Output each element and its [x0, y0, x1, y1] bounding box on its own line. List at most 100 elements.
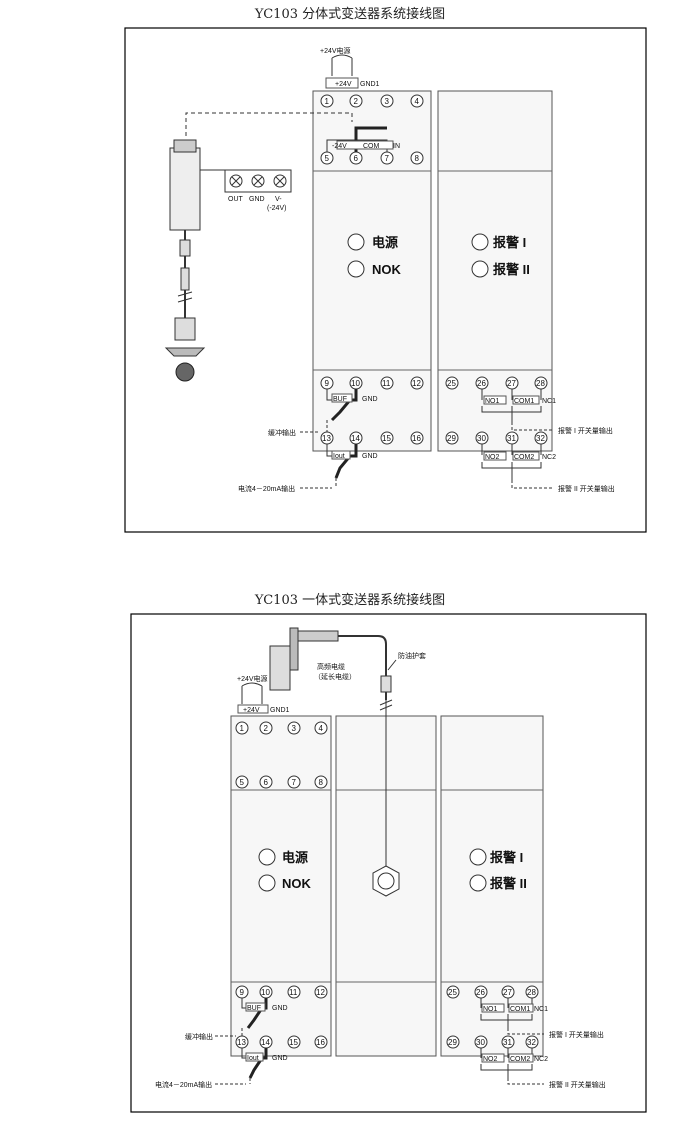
- svg-text:28: 28: [527, 988, 536, 997]
- svg-text:6: 6: [354, 154, 359, 163]
- d1-top-terminals: 1 2 3 4 5 6 7 8: [320, 94, 424, 165]
- d2-com1: COM1: [510, 1006, 530, 1013]
- d1-relay2-label: 报警 II 开关量输出: [558, 484, 615, 493]
- svg-text:9: 9: [325, 379, 330, 388]
- d1-led-nok: NOK: [372, 262, 402, 277]
- svg-text:26: 26: [476, 988, 485, 997]
- svg-text:26: 26: [477, 379, 486, 388]
- svg-text:11: 11: [289, 988, 298, 997]
- d1-probe-gnd: GND: [249, 196, 265, 203]
- svg-text:3: 3: [385, 97, 390, 106]
- d1-iout-gnd: GND: [362, 453, 378, 460]
- diagram2: 高频电缆 （延长电缆） 防油护套 +24V电源 +24V GND1 1 2 3: [130, 613, 647, 1113]
- svg-text:1: 1: [240, 724, 245, 733]
- d2-alarm1-led-icon: [469, 848, 487, 866]
- svg-text:1: 1: [325, 97, 330, 106]
- d1-power-led-icon: [347, 233, 365, 251]
- svg-text:6: 6: [264, 778, 269, 787]
- d1-module-right: [437, 90, 553, 452]
- d2-buf: BUF: [247, 1005, 261, 1012]
- terminal: [380, 94, 394, 108]
- svg-text:9: 9: [240, 988, 245, 997]
- svg-text:12: 12: [412, 379, 421, 388]
- d1-relay1-label: 报警 I 开关量输出: [558, 426, 613, 435]
- svg-text:4: 4: [415, 97, 420, 106]
- svg-text:14: 14: [351, 434, 360, 443]
- d1-pin-m24v: -24V: [332, 143, 347, 150]
- d1-com2: COM2: [514, 454, 534, 461]
- d1-module-left: [312, 90, 432, 452]
- d1-pin-gnd1: GND1: [360, 81, 380, 88]
- svg-text:32: 32: [527, 1038, 536, 1047]
- d1-probe-out: OUT: [228, 196, 244, 203]
- svg-text:3: 3: [292, 724, 297, 733]
- d2-power-label: +24V电源: [237, 674, 268, 683]
- diagram1-title: YC103 分体式变送器系统接线图: [254, 7, 446, 22]
- d1-probe: OUT GND V- (-24V): [164, 139, 292, 382]
- d1-bottom-left-terminals: 9 10 11 12 13 14 15 16: [320, 376, 424, 445]
- d1-led-alarm2: 报警 II: [493, 262, 530, 277]
- svg-text:14: 14: [261, 1038, 270, 1047]
- d2-alarm2-led-icon: [469, 874, 487, 892]
- svg-text:16: 16: [412, 434, 421, 443]
- svg-text:2: 2: [264, 724, 269, 733]
- d2-relay2-label: 报警 II 开关量输出: [549, 1080, 606, 1089]
- d2-com2: COM2: [510, 1056, 530, 1063]
- d1-iout: Iout: [333, 453, 345, 460]
- d2-nc1: NC1: [534, 1006, 548, 1013]
- d2-nc2: NC2: [534, 1056, 548, 1063]
- d1-buffer-output: 缓冲输出: [268, 428, 296, 437]
- d2-cable-label-2: （延长电缆）: [314, 672, 356, 681]
- svg-text:8: 8: [415, 154, 420, 163]
- diagram2-frame: [130, 613, 647, 1113]
- d2-top-terminals: 1 2 3 4 5 6 7 8: [235, 721, 328, 789]
- d1-buf: BUF: [333, 396, 347, 403]
- d1-bottom-right-terminals: 25 26 27 28 29 30 31 32: [445, 376, 548, 445]
- diagram2-title: YC103 一体式变送器系统接线图: [254, 593, 446, 608]
- d2-power-led-icon: [258, 848, 276, 866]
- svg-text:25: 25: [447, 379, 456, 388]
- svg-text:10: 10: [261, 988, 270, 997]
- d2-no1: NO1: [483, 1006, 498, 1013]
- svg-text:7: 7: [385, 154, 390, 163]
- svg-text:25: 25: [448, 988, 457, 997]
- d2-current-output: 电流4－20mA输出: [155, 1080, 212, 1089]
- d2-led-nok: NOK: [282, 876, 312, 891]
- svg-text:12: 12: [316, 988, 325, 997]
- svg-text:10: 10: [351, 379, 360, 388]
- d1-com1: COM1: [514, 398, 534, 405]
- d2-sleeve-label: 防油护套: [398, 651, 426, 660]
- svg-text:28: 28: [536, 379, 545, 388]
- d1-target-shaft-icon: [175, 362, 195, 382]
- svg-text:31: 31: [507, 434, 516, 443]
- d2-led-alarm2: 报警 II: [490, 876, 527, 891]
- d1-preamp-body: [169, 147, 201, 231]
- svg-text:15: 15: [382, 434, 391, 443]
- svg-text:29: 29: [447, 434, 456, 443]
- d1-nc1: NC1: [542, 398, 556, 405]
- d1-current-output: 电流4－20mA输出: [238, 484, 295, 493]
- d2-pin-p24v: +24V: [243, 707, 260, 714]
- svg-text:27: 27: [507, 379, 516, 388]
- svg-text:13: 13: [237, 1038, 246, 1047]
- d2-module-right: [440, 715, 544, 1057]
- diagram1: +24V电源 +24V GND1 1 2 3 4 5 6 7: [124, 27, 647, 533]
- terminal: [410, 151, 424, 165]
- svg-text:5: 5: [325, 154, 330, 163]
- d2-module-left: [230, 715, 332, 1057]
- d1-probe-v: V-: [275, 196, 282, 203]
- d1-alarm2-led-icon: [471, 260, 489, 278]
- d1-buf-gnd: GND: [362, 396, 378, 403]
- svg-text:30: 30: [477, 434, 486, 443]
- d2-led-power: 电源: [282, 850, 308, 865]
- d1-led-power: 电源: [372, 235, 398, 250]
- d2-bottom-left-terminals: 9 10 11 12 13 14 15 16: [235, 985, 328, 1049]
- d2-iout-gnd: GND: [272, 1055, 288, 1062]
- d2-iout: Iout: [247, 1055, 259, 1062]
- d1-pin-com: COM: [363, 143, 380, 150]
- d1-nok-led-icon: [347, 260, 365, 278]
- d2-probe-bracket: [269, 645, 291, 691]
- d1-no1: NO1: [485, 398, 500, 405]
